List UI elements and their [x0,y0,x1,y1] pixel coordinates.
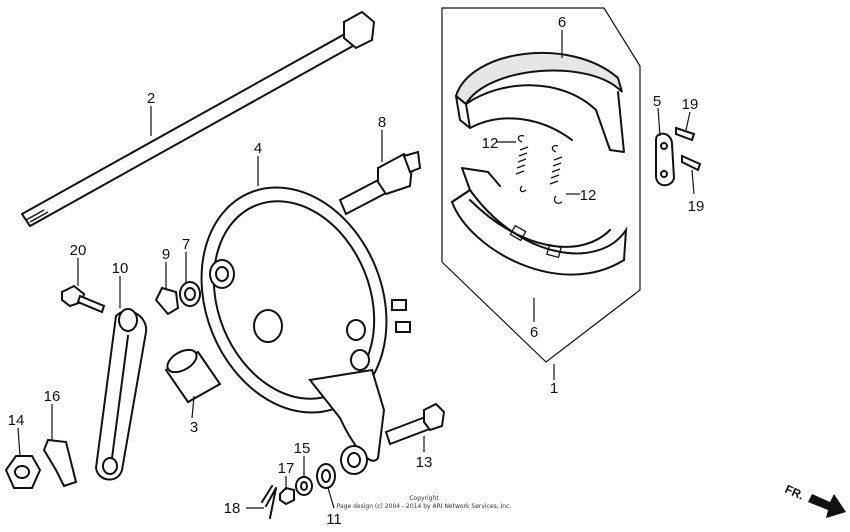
castle-nut [279,486,295,506]
callout-18: 18 [224,500,241,517]
callout-19-lower: 19 [688,198,705,215]
callout-10: 10 [112,260,129,277]
callout-20: 20 [70,242,87,259]
callout-2: 2 [147,90,155,107]
brake-cam [338,150,422,216]
flat-washer [295,476,313,496]
callout-16: 16 [44,388,61,405]
axle-nut [4,455,42,489]
callout-4: 4 [254,140,262,157]
side-collar [164,348,222,404]
front-direction-indicator: FR. [783,482,846,518]
callout-17: 17 [278,460,295,477]
panel-bolt [384,402,446,446]
brake-arm [94,308,148,481]
copyright-notice: Copyright Page design (c) 2004 - 2014 by… [337,495,512,510]
shoe-plate [655,132,676,187]
callout-1: 1 [550,380,558,397]
cotter-pin-lower [681,154,702,172]
callout-numbers: 1 2 3 4 5 6 6 7 8 9 10 11 12 12 13 14 15… [8,14,705,528]
callout-3: 3 [190,419,198,436]
leader-lines [17,30,695,509]
callout-7: 7 [182,236,190,253]
brake-shoe-lower [450,167,628,276]
copyright-line-2: Page design (c) 2004 - 2014 by ARI Netwo… [337,503,512,510]
brake-panel [200,186,411,475]
callout-11: 11 [326,511,342,528]
callout-13: 13 [416,454,433,471]
brake-shoe-upper [454,51,625,153]
callout-19-upper: 19 [682,96,699,113]
front-label: FR. [783,482,806,503]
cotter-pin [261,485,277,519]
callout-12-right: 12 [580,187,597,204]
wear-indicator-plate [154,286,180,316]
callout-9: 9 [162,246,170,263]
cotter-pin-upper [675,126,696,142]
copyright-line-1: Copyright [409,495,439,502]
felt-seal [179,281,201,307]
callout-14: 14 [8,412,25,429]
arm-bolt [61,284,106,314]
callout-12-left: 12 [482,135,499,152]
axle [20,10,376,228]
callout-15: 15 [294,440,311,457]
shoe-spring-right [549,144,563,204]
callout-6-upper: 6 [558,14,566,31]
callout-6-lower: 6 [530,324,538,341]
shoe-spring-left [515,134,529,193]
shoe-group-outline [441,7,641,363]
stopper-plate [42,438,78,488]
callout-5: 5 [653,93,661,110]
front-arrow-icon [808,494,846,518]
callout-8: 8 [378,114,386,131]
arm-washer [316,463,336,489]
